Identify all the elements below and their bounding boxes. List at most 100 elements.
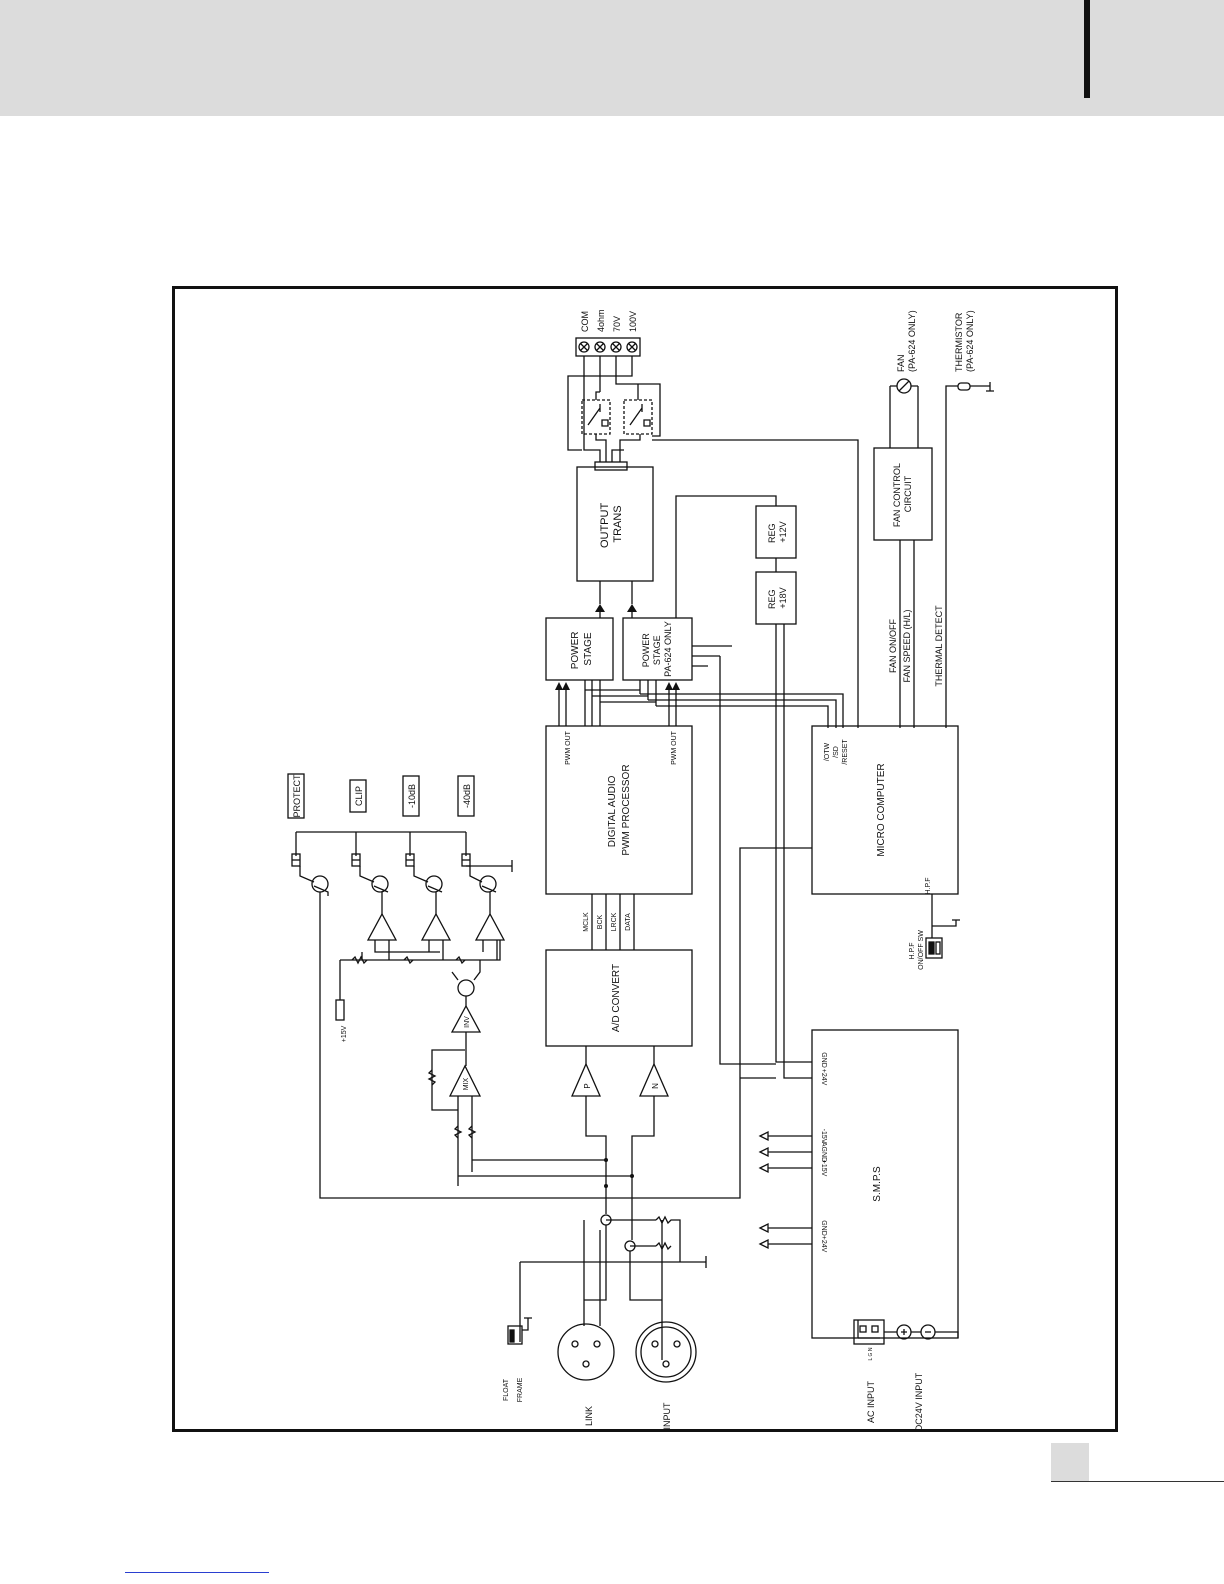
svg-text:REG +18V: REG +18V	[767, 587, 788, 609]
power-stage-2-line3: PA-624 ONLY	[663, 621, 673, 677]
thermistor-note: (PA-624 ONLY)	[965, 310, 975, 372]
terminal-screw	[578, 341, 590, 353]
micro-computer-block: MICRO COMPUTER /OTW /SD /RESET H.P.F	[811, 725, 959, 895]
mix-input-resistors	[453, 1125, 477, 1139]
signal-junctions	[604, 1158, 634, 1188]
svg-text:H.P.F ON/OFF SW: H.P.F ON/OFF SW	[909, 930, 925, 970]
led-icons	[291, 853, 471, 867]
hpf-wiring	[931, 894, 960, 938]
led-icon	[405, 853, 415, 867]
mix-label: MIX	[463, 1077, 470, 1090]
smps-block: S.M.P.S GND +24V -15V AGND +15V GND +24V	[811, 1029, 959, 1339]
pwm-wiring	[558, 645, 844, 728]
input-label: INPUT	[662, 1402, 672, 1430]
comparator-wiring	[339, 892, 501, 1000]
fan-onoff-label: FAN ON/OFF	[888, 618, 898, 673]
hpf-switch-icon	[925, 937, 943, 959]
thermistor-icon	[957, 382, 994, 392]
comparator-amp	[420, 912, 452, 941]
transistor-icon	[413, 866, 443, 893]
pwm-out-label-1: PWM OUT	[565, 730, 572, 765]
inv-transistor	[451, 960, 481, 1006]
adc-label: A/D CONVERT	[611, 964, 622, 1032]
dsp-line2: PWM PROCESSOR	[621, 764, 632, 855]
reg-12v-block: REG +12V	[755, 505, 797, 559]
page-number-box	[1051, 1443, 1089, 1481]
svg-text:FAN CONTROL CIRCUIT: FAN CONTROL CIRCUIT	[892, 461, 913, 527]
dc-plus-terminal-icon	[896, 1324, 912, 1340]
svg-text:REG +12V: REG +12V	[767, 521, 788, 543]
relay-wiring	[567, 356, 859, 728]
header-tab-marker	[1084, 0, 1090, 98]
fan-control-signals	[899, 540, 915, 728]
comparator-amp	[366, 912, 398, 941]
thermal-line	[945, 385, 958, 728]
reg-18v-line2: +18V	[778, 587, 788, 608]
link-connector-icon	[557, 1323, 615, 1381]
fan-label: FAN	[896, 354, 906, 372]
smps-pin-gnd-b: GND	[820, 1220, 827, 1236]
power-input-wiring	[857, 1320, 959, 1338]
terminal-70v-label: 70V	[612, 316, 622, 332]
smps-pin-gnd-a: GND	[820, 1052, 827, 1068]
inv-amp: INV	[450, 1004, 482, 1033]
n-amp: N	[639, 1062, 669, 1097]
n-amp-label: N	[651, 1083, 660, 1089]
reg-18v-block: REG +18V	[755, 571, 797, 625]
reg-12v-line2: +12V	[778, 521, 788, 542]
output-relay-1	[581, 399, 611, 435]
power-stage-1-line2: STAGE	[583, 632, 594, 665]
header-band	[0, 0, 1224, 116]
transistor-icon	[299, 866, 329, 896]
lrck-label: LRCK	[611, 912, 618, 931]
minus10db-label: -10dB	[407, 784, 417, 808]
micro-computer-label: MICRO COMPUTER	[876, 763, 887, 856]
dsp-line1: DIGITAL AUDIO	[607, 775, 618, 847]
terminal-screw	[610, 341, 622, 353]
frame-label: FRAME	[517, 1377, 524, 1402]
transistor-icon	[359, 866, 389, 893]
fan-control-line1: FAN CONTROL	[892, 463, 902, 527]
power-stage-2-line2: STAGE	[652, 635, 662, 665]
data-label: DATA	[625, 913, 632, 931]
reg-12v-line1: REG	[767, 524, 777, 544]
fan-control-line2: CIRCUIT	[903, 475, 913, 512]
thermistor-label: THERMISTOR	[954, 312, 964, 372]
page-rule	[1051, 1481, 1224, 1482]
ac-pin-labels: L G N	[868, 1347, 874, 1360]
led-transistors	[299, 866, 497, 896]
output-trans-line2: TRANS	[612, 505, 624, 542]
svg-text:POWER STAGE PA-624: POWER STAGE PA-624 ONLY	[641, 621, 673, 677]
smps-pin-agnd: AGND	[820, 1142, 827, 1162]
float-label: FLOAT	[503, 1378, 510, 1401]
minus40db-label: -40dB	[462, 784, 472, 808]
indicator-labels: PROTECT CLIP -10dB -40dB	[287, 773, 475, 819]
clip-label: CLIP	[354, 786, 364, 806]
dc24v-input-label: DC24V INPUT	[914, 1372, 924, 1431]
mclk-label: MCLK	[583, 912, 590, 932]
svg-text:OUTPUT TRANS: OUTPUT TRANS	[599, 500, 624, 548]
power-to-trans-wiring	[599, 581, 633, 618]
hpf-switch-line1: H.P.F	[909, 942, 916, 959]
inv-label: INV	[464, 1016, 471, 1028]
terminal-4ohm-label: 4ohm	[596, 309, 606, 332]
power-stage-1-line1: POWER	[570, 632, 581, 670]
mix-feedback-resistor	[427, 1069, 437, 1086]
terminal-screw	[626, 341, 638, 353]
arrow-left-icon	[758, 1146, 769, 1158]
reset-label: /RESET	[842, 739, 849, 765]
mix-wiring	[431, 1032, 473, 1186]
thermal-detect-label: THERMAL DETECT	[934, 605, 944, 687]
supply-15v-label: +15V	[341, 1025, 348, 1042]
smps-label: S.M.P.S	[872, 1166, 883, 1202]
fan-note: (PA-624 ONLY)	[907, 310, 917, 372]
output-trans-block: OUTPUT TRANS	[576, 461, 654, 582]
comparator-amps	[366, 912, 506, 941]
diagram-frame	[172, 286, 1118, 1432]
arrow-left-icon	[758, 1222, 769, 1234]
smps-pin-24v-b: +24V	[820, 1236, 827, 1253]
link-label: LINK	[584, 1406, 594, 1426]
svg-text:POWER STAGE: POWER STAGE	[570, 629, 594, 670]
smps-output-arrows	[758, 1130, 769, 1250]
fan-wiring	[889, 385, 919, 448]
